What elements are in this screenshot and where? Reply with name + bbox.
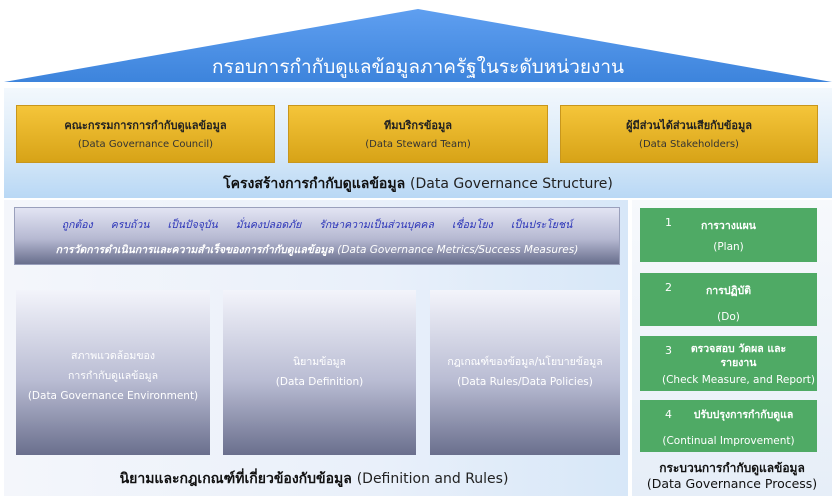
definitions-label-th: นิยามและกฎเกณฑ์ที่เกี่ยวข้องกับข้อมูล <box>119 471 352 487</box>
process-step-improve: 4 ปรับปรุงการกำกับดูแล (Continual Improv… <box>640 400 817 452</box>
metrics-title-th: การวัดการดำเนินการและความสำเร็จของการกำก… <box>55 244 334 256</box>
pillar-th: การกำกับดูแลข้อมูล <box>67 370 159 382</box>
process-step-do: 2 การปฏิบัติ (Do) <box>640 273 817 326</box>
definitions-label: นิยามและกฎเกณฑ์ที่เกี่ยวข้องกับข้อมูล (D… <box>0 468 628 490</box>
quality-item: ครบถ้วน <box>110 219 150 231</box>
stakeholders-box: ผู้มีส่วนได้ส่วนเสียกับข้อมูล (Data Stak… <box>560 105 818 163</box>
quality-list: ถูกต้อง ครบถ้วน เป็นปัจจุบัน มั่นคงปลอดภ… <box>15 216 619 233</box>
process-step-plan: 1 การวางแผน (Plan) <box>640 208 817 262</box>
pillar-en: (Data Governance Environment) <box>27 390 199 402</box>
pillar-th: สภาพแวดล้อมของ <box>71 350 155 362</box>
metrics-title: การวัดการดำเนินการและความสำเร็จของการกำก… <box>15 241 619 258</box>
step-number: 2 <box>665 281 672 294</box>
step-en: (Do) <box>717 311 740 323</box>
pillar-th: นิยามข้อมูล <box>293 356 346 368</box>
stakeholders-th: ผู้มีส่วนได้ส่วนเสียกับข้อมูล <box>626 119 752 132</box>
process-label-th: กระบวนการกำกับดูแลข้อมูล <box>659 461 805 475</box>
stakeholders-en: (Data Stakeholders) <box>639 139 739 150</box>
quality-item: เป็นประโยชน์ <box>510 219 573 231</box>
step-en: (Check Measure, and Report) <box>661 374 816 386</box>
quality-item: เชื่อมโยง <box>451 219 493 231</box>
steward-box: ทีมบริกรข้อมูล (Data Steward Team) <box>288 105 548 163</box>
quality-item: รักษาความเป็นส่วนบุคคล <box>319 219 434 231</box>
definitions-label-en: (Definition and Rules) <box>356 471 509 487</box>
pillar-rules: กฎเกณฑ์ของข้อมูล/นโยบายข้อมูล (Data Rule… <box>430 290 620 455</box>
step-th: ตรวจสอบ วัดผล และรายงาน <box>690 343 787 369</box>
steward-en: (Data Steward Team) <box>365 139 471 150</box>
metrics-title-en: (Data Governance Metrics/Success Measure… <box>337 244 579 256</box>
pillar-th: กฎเกณฑ์ของข้อมูล/นโยบายข้อมูล <box>447 356 603 368</box>
quality-item: มั่นคงปลอดภัย <box>235 219 302 231</box>
metrics-box: ถูกต้อง ครบถ้วน เป็นปัจจุบัน มั่นคงปลอดภ… <box>14 207 620 265</box>
pillar-environment: สภาพแวดล้อมของ การกำกับดูแลข้อมูล (Data … <box>16 290 210 455</box>
step-en: (Continual Improvement) <box>662 435 795 447</box>
framework-title: กรอบการกำกับดูแลข้อมูลภาครัฐในระดับหน่วย… <box>211 56 624 78</box>
pillar-en: (Data Rules/Data Policies) <box>457 376 593 388</box>
step-number: 3 <box>665 344 672 357</box>
process-step-check: 3 ตรวจสอบ วัดผล และรายงาน (Check Measure… <box>640 336 817 391</box>
structure-label-th: โครงสร้างการกำกับดูแลข้อมูล <box>223 176 406 192</box>
step-th: การวางแผน <box>701 220 756 232</box>
step-number: 1 <box>665 216 672 229</box>
council-en: (Data Governance Council) <box>77 139 214 150</box>
roof-shape <box>4 9 832 82</box>
pillar-definition: นิยามข้อมูล (Data Definition) <box>223 290 416 455</box>
steward-th: ทีมบริกรข้อมูล <box>383 119 453 132</box>
process-label-en: (Data Governance Process) <box>646 476 818 491</box>
structure-label-en: (Data Governance Structure) <box>410 176 613 192</box>
step-th: ปรับปรุงการกำกับดูแล <box>693 409 794 421</box>
step-th: การปฏิบัติ <box>705 285 752 297</box>
pillar-en: (Data Definition) <box>275 376 364 388</box>
structure-label: โครงสร้างการกำกับดูแลข้อมูล (Data Govern… <box>0 173 836 195</box>
step-en: (Plan) <box>713 241 744 253</box>
process-label: กระบวนการกำกับดูแลข้อมูล (Data Governanc… <box>632 460 832 492</box>
council-box: คณะกรรมการการกำกับดูแลข้อมูล (Data Gover… <box>16 105 275 163</box>
quality-item: เป็นปัจจุบัน <box>167 219 218 231</box>
quality-item: ถูกต้อง <box>61 219 93 231</box>
step-number: 4 <box>665 408 672 421</box>
council-th: คณะกรรมการการกำกับดูแลข้อมูล <box>64 119 227 132</box>
